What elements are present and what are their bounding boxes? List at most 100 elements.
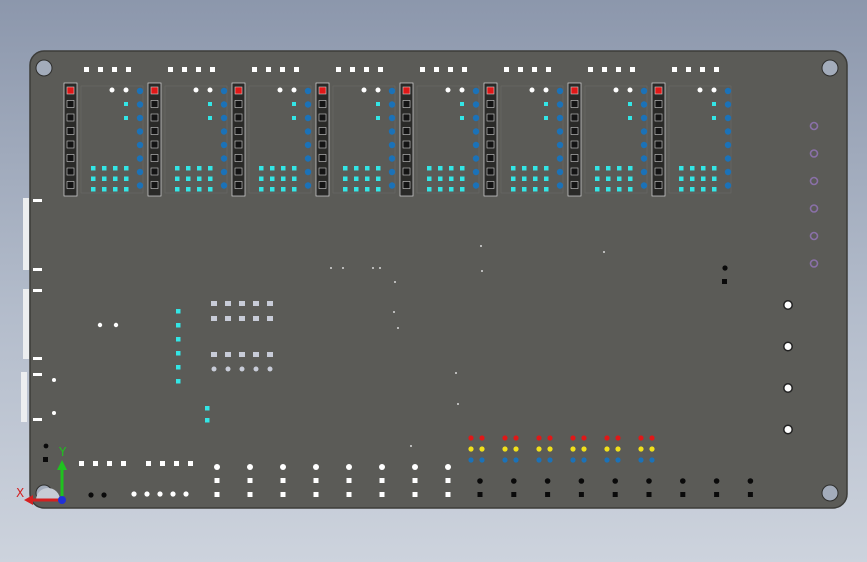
blue-pad (724, 101, 732, 108)
blue-pad (220, 87, 228, 95)
purple-via (809, 149, 819, 158)
cyan-pad (124, 176, 129, 181)
header-pin (486, 181, 495, 189)
mounting-hole (35, 59, 53, 77)
blue-pad (724, 87, 732, 95)
blue-pad (388, 114, 396, 122)
cyan-pad (438, 187, 443, 192)
switch-pad (379, 464, 385, 470)
cyan-pad (376, 176, 381, 181)
top-pad (210, 67, 215, 72)
top-pad (280, 67, 285, 72)
cyan-pad (113, 187, 118, 192)
blue-pad (640, 141, 648, 149)
cyan-pad (606, 187, 611, 192)
led-pad (615, 446, 621, 452)
switch-pad (412, 464, 418, 470)
cyan-pad (175, 176, 180, 181)
top-pad (84, 67, 89, 72)
test-point (722, 279, 727, 284)
led-pad (604, 446, 610, 452)
pcb-board[interactable] (21, 50, 848, 509)
cyan-pad (595, 166, 600, 171)
cyan-pad (533, 187, 538, 192)
cyan-pad (617, 187, 622, 192)
header-pin (570, 100, 579, 108)
header-strip (315, 82, 330, 197)
cyan-pad (186, 187, 191, 192)
cyan-pad (186, 166, 191, 171)
y-axis-label: Y (58, 445, 67, 459)
digit-outline (416, 85, 480, 194)
ic-pad (225, 352, 231, 357)
switch-pad (346, 464, 352, 470)
header-pin (486, 167, 495, 176)
cyan-pad (628, 166, 633, 171)
connector-tab (33, 289, 42, 292)
blue-pad (640, 155, 648, 162)
top-segment-pad (277, 87, 283, 93)
cyan-pad (186, 176, 191, 181)
cyan-pad (595, 187, 600, 192)
cyan-pad (460, 102, 464, 106)
cyan-pad (460, 166, 465, 171)
connector-tab (33, 373, 42, 376)
blue-pad (304, 114, 312, 122)
led-pad (479, 446, 485, 452)
header-pin (318, 100, 327, 108)
cyan-pad (91, 166, 96, 171)
top-pad (294, 67, 299, 72)
header-pin (234, 181, 243, 189)
terminal-pad (783, 383, 793, 393)
blue-pad (724, 128, 732, 135)
cyan-pad (259, 166, 264, 171)
cyan-pad (701, 176, 706, 181)
blue-pad (472, 87, 480, 95)
blue-pad (388, 87, 396, 95)
header-pin (402, 86, 411, 95)
tiny-via (372, 267, 374, 269)
cyan-pad (208, 116, 212, 120)
bottom-pad (107, 461, 112, 466)
led-pad (513, 457, 519, 463)
switch-pad (214, 492, 220, 497)
header-pin (486, 154, 495, 162)
switch-pad (445, 478, 451, 483)
blue-pad (220, 101, 228, 108)
bottom-pad (170, 491, 176, 497)
header-pin (150, 181, 159, 189)
led-pad (615, 435, 621, 441)
black-pad (477, 492, 483, 497)
black-pad (680, 478, 686, 484)
top-segment-pad (529, 87, 535, 93)
header-pin (318, 154, 327, 162)
black-pad (545, 492, 551, 497)
cyan-pad (197, 166, 202, 171)
cyan-pad (460, 187, 465, 192)
blue-pad (640, 114, 648, 122)
purple-via (809, 121, 819, 131)
header-pin (654, 86, 663, 95)
black-pad (511, 478, 517, 484)
top-pad (434, 67, 439, 72)
blue-pad (640, 182, 648, 189)
ic-pad (253, 352, 259, 357)
cyan-pad (270, 166, 275, 171)
black-pad (612, 492, 618, 497)
switch-pad (313, 464, 319, 470)
cyan-pad (91, 176, 96, 181)
led-pad (502, 435, 508, 441)
header-pin (66, 167, 75, 176)
blue-pad (220, 114, 228, 122)
top-segment-pad (109, 87, 115, 93)
cyan-pad (628, 187, 633, 192)
ic-pad (267, 366, 273, 372)
led-pad (604, 435, 610, 441)
cyan-pad (511, 187, 516, 192)
cyan-pad (679, 166, 684, 171)
black-pad (578, 492, 584, 497)
cyan-pad (376, 166, 381, 171)
header-pin (318, 140, 327, 149)
